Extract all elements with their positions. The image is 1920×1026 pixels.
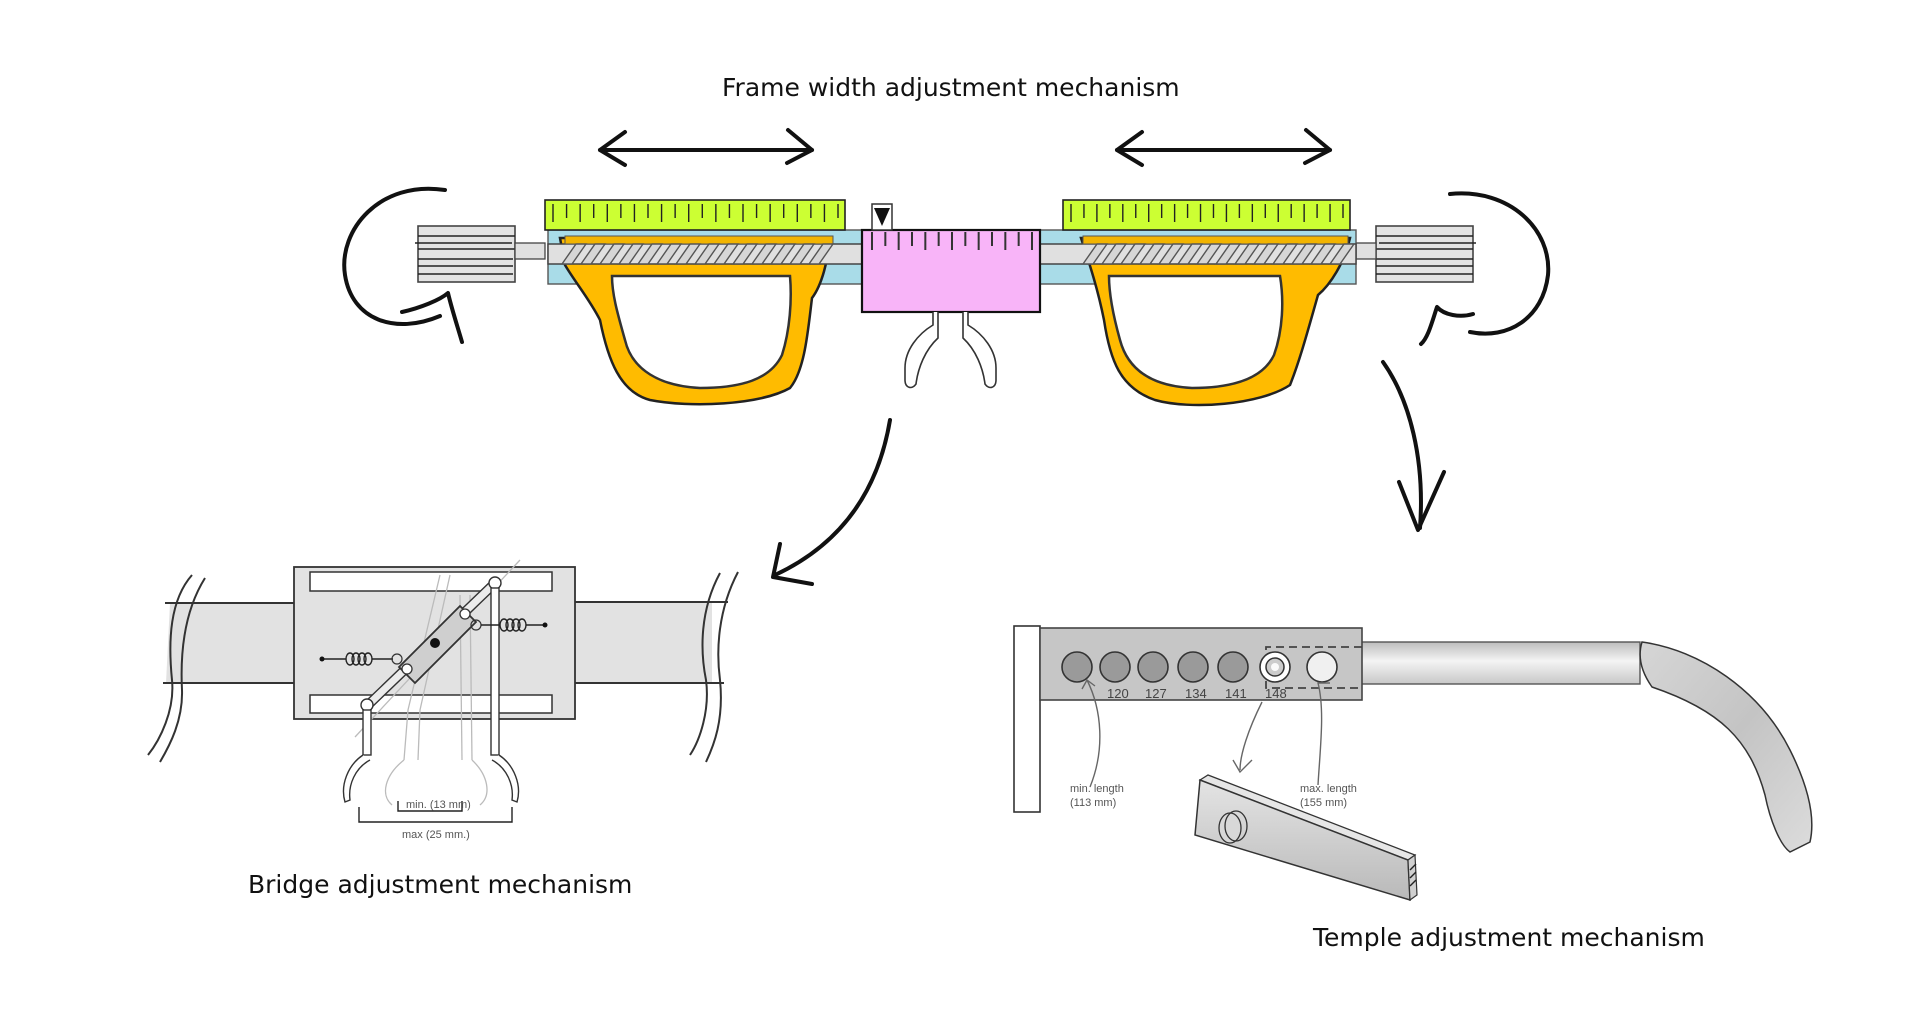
temple-mechanism-drawing: 120 127 134 141 148 — [1013, 625, 1813, 902]
thread — [712, 243, 740, 265]
thread — [1157, 243, 1185, 265]
temple-position-label: 141 — [1225, 686, 1247, 701]
thread — [807, 243, 835, 265]
right-scale-ruler — [1062, 199, 1351, 231]
left-adjustment-knob — [415, 225, 546, 283]
right-slide-arrow-icon — [1115, 128, 1332, 167]
thread — [560, 243, 588, 265]
adjustment-hole — [1099, 651, 1131, 683]
right-adjustment-knob — [1355, 225, 1476, 283]
thread — [655, 243, 683, 265]
left-slide-arrow-icon — [598, 128, 814, 167]
thread — [579, 243, 607, 265]
thread — [1138, 243, 1166, 265]
thread — [674, 243, 702, 265]
thread — [1290, 243, 1318, 265]
bridge-scale-block — [860, 228, 1042, 314]
thread — [1271, 243, 1299, 265]
thread — [1195, 243, 1223, 265]
right-rotate-arrow-icon — [1419, 191, 1551, 346]
thread — [1176, 243, 1204, 265]
bridge-detail-arrow-icon — [771, 418, 892, 586]
temple-min-label-line1: min. length — [1070, 783, 1124, 795]
thread — [788, 243, 816, 265]
thread — [769, 243, 797, 265]
pin-highlight — [1271, 663, 1279, 671]
adjustment-hole — [1137, 651, 1169, 683]
temple-max-label-line1: max. length — [1300, 783, 1357, 795]
indicator-marker-icon — [871, 203, 893, 231]
bridge-caption: Bridge adjustment mechanism — [248, 870, 632, 899]
thread — [1252, 243, 1280, 265]
thread — [750, 243, 778, 265]
right-lens-frame — [1079, 236, 1352, 407]
thread — [693, 243, 721, 265]
temple-position-label: 134 — [1185, 686, 1207, 701]
adjustment-hole — [1217, 651, 1249, 683]
thread — [598, 243, 626, 265]
thread — [1233, 243, 1261, 265]
thread — [617, 243, 645, 265]
temple-position-label: 120 — [1107, 686, 1129, 701]
adjustment-hole — [1177, 651, 1209, 683]
thread — [1214, 243, 1242, 265]
right-threaded-rod — [1035, 235, 1357, 265]
adjustment-hole — [1061, 651, 1093, 683]
nose-pads — [904, 312, 997, 389]
temple-caption: Temple adjustment mechanism — [1312, 923, 1705, 952]
temple-detail-arrow-icon — [1381, 360, 1446, 532]
thread — [1309, 243, 1337, 265]
bridge-mechanism-drawing — [147, 559, 739, 823]
temple-min-label-line2: (113 mm) — [1070, 797, 1116, 809]
frame-caption: Frame width adjustment mechanism — [722, 73, 1180, 102]
temple-position-label: 127 — [1145, 686, 1167, 701]
temple-position-label: 148 — [1265, 686, 1287, 701]
bridge-max-label: max (25 mm.) — [402, 829, 470, 841]
bridge-min-label: min. (13 mm) — [406, 799, 471, 811]
thread — [731, 243, 759, 265]
temple-max-label-line2: (155 mm) — [1300, 797, 1347, 809]
left-scale-ruler — [544, 199, 846, 231]
left-rotate-arrow-icon — [342, 186, 464, 344]
left-lens-frame — [558, 236, 832, 406]
adjustment-hole — [1306, 651, 1338, 683]
thread — [1100, 243, 1128, 265]
left-threaded-rod — [547, 235, 869, 265]
thread — [1119, 243, 1147, 265]
thread — [1328, 243, 1356, 265]
thread — [1081, 243, 1109, 265]
thread — [636, 243, 664, 265]
